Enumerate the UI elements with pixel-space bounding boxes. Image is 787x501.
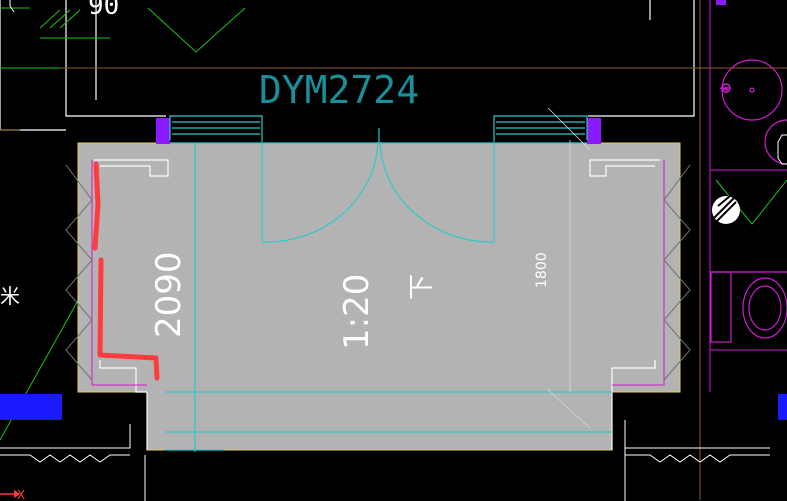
magenta-outline	[91, 0, 787, 392]
side-diagonals	[65, 164, 691, 381]
slope-direction: 下	[407, 274, 437, 300]
purple-wall-stubs	[156, 0, 726, 144]
left-edge-glyph: 米	[0, 284, 20, 308]
blue-wall-blocks	[0, 394, 787, 420]
lower-step-details	[0, 420, 770, 501]
floor-drain-icon	[712, 195, 740, 224]
axis-x-label: X	[17, 488, 25, 501]
dimension-2090: 2090	[149, 251, 189, 338]
grey-guides	[547, 107, 591, 429]
faucet-icon	[721, 83, 731, 93]
slope-ratio: 1:20	[337, 274, 377, 350]
top-left-number: 90	[88, 0, 119, 21]
upper-walls	[0, 0, 695, 131]
red-markup	[92, 161, 160, 381]
left-edge-marks	[39, 9, 81, 29]
fixture-outline-white	[777, 134, 787, 165]
slab-inner-walls	[94, 159, 660, 450]
double-door-cyan	[165, 115, 612, 452]
corner-tick	[9, 0, 15, 13]
axis-marker: X	[0, 488, 25, 501]
door-code-label: DYM2724	[259, 68, 419, 112]
dimension-1800: 1800	[534, 252, 550, 288]
